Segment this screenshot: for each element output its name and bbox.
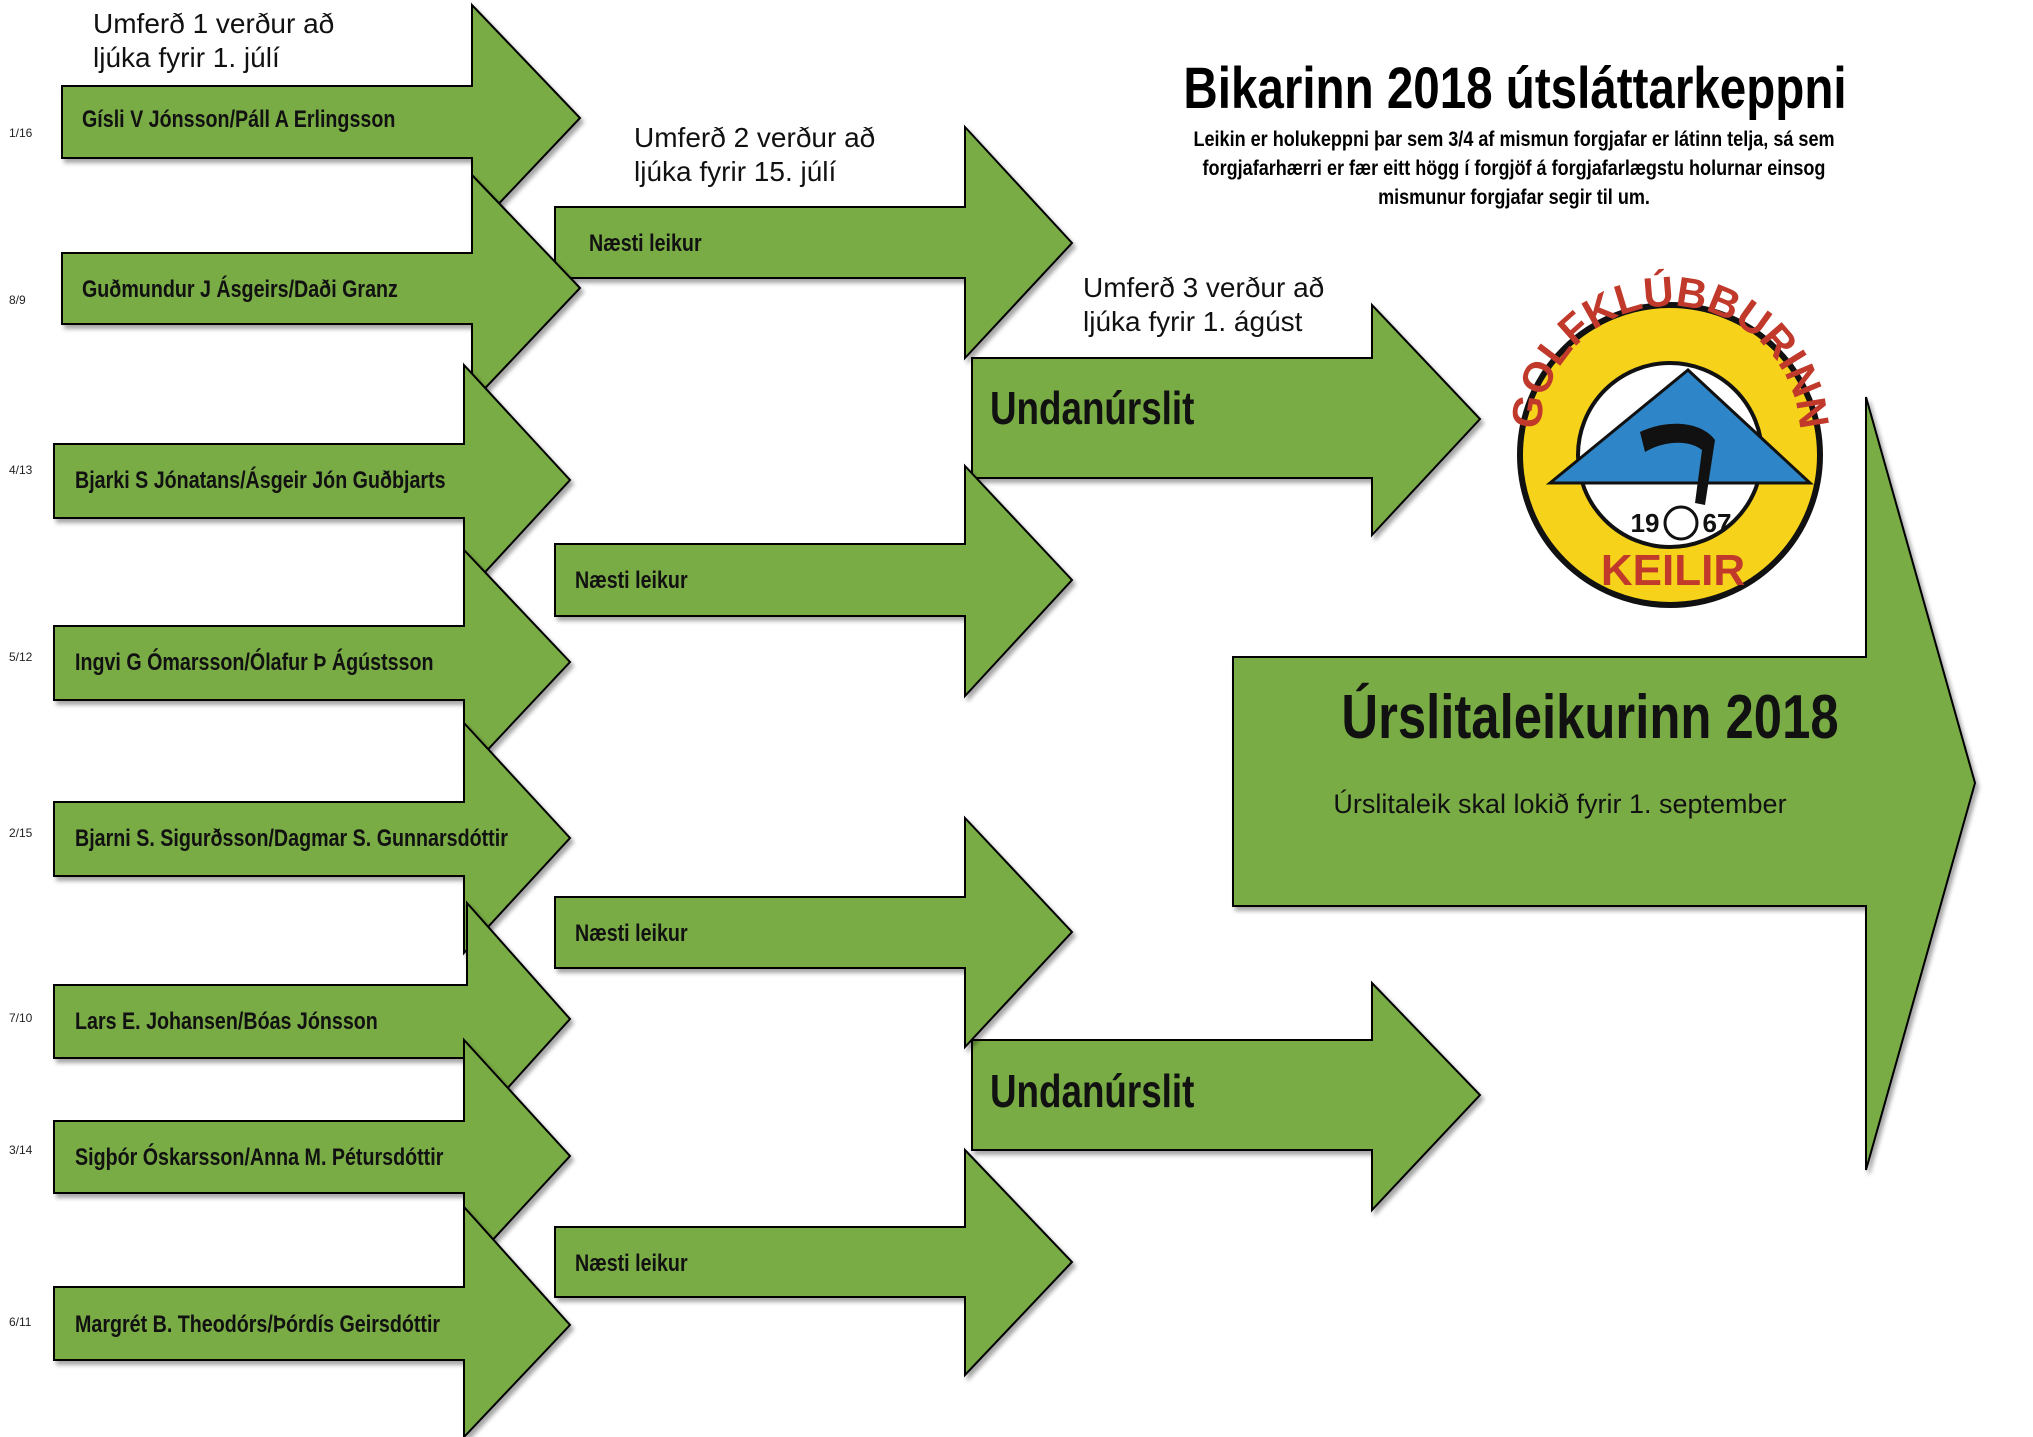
svg-text:Umferð 3 verður að: Umferð 3 verður að <box>1083 272 1324 303</box>
svg-text:ljúka fyrir 1. ágúst: ljúka fyrir 1. ágúst <box>1083 306 1303 337</box>
golf-ball-icon <box>1663 505 1699 541</box>
round1-arrow-5: Bjarni S. Sigurðsson/Dagmar S. Gunnarsdó… <box>53 720 572 956</box>
round1-note: Umferð 1 verður að ljúka fyrir 1. júlí <box>93 8 334 73</box>
round1-arrow-7: Sigþór Óskarsson/Anna M. Pétursdóttir <box>53 1037 572 1274</box>
svg-text:Leikin er holukeppni þar sem 3: Leikin er holukeppni þar sem 3/4 af mism… <box>1193 128 1834 152</box>
final-arrow: Úrslitaleikurinn 2018 Úrslitaleik skal l… <box>1232 396 1977 1171</box>
team-name: Margrét B. Theodórs/Þórdís Geirsdóttir <box>75 1310 440 1337</box>
round1-arrow-1: Gísli V Jónsson/Páll A Erlingsson <box>61 2 582 235</box>
round2-note: Umferð 2 verður að ljúka fyrir 15. júlí <box>634 122 875 187</box>
round2-arrow-1: Næsti leikur <box>554 124 1074 361</box>
team-name: Ingvi G Ómarsson/Ólafur Þ Ágústsson <box>75 648 434 675</box>
semifinal-arrow-2: Undanúrslit <box>971 980 1482 1213</box>
round3-note: Umferð 3 verður að ljúka fyrir 1. ágúst <box>1083 272 1324 337</box>
page-title: Bikarinn 2018 útsláttarkeppni <box>1183 57 1846 122</box>
logo-year-right: 67 <box>1703 508 1732 538</box>
seed-label: 1/16 <box>9 126 33 140</box>
round2-arrow-2: Næsti leikur <box>554 463 1074 699</box>
round2-arrow-4: Næsti leikur <box>554 1147 1074 1378</box>
logo-bottom-text: KEILIR <box>1601 546 1745 595</box>
semifinal-label: Undanúrslit <box>990 1065 1194 1117</box>
semifinal-label: Undanúrslit <box>990 382 1194 434</box>
team-name: Sigþór Óskarsson/Anna M. Pétursdóttir <box>75 1143 444 1170</box>
seed-label: 7/10 <box>9 1011 33 1025</box>
svg-text:Umferð 1 verður að: Umferð 1 verður að <box>93 8 334 39</box>
round1-arrow-2: Guðmundur J Ásgeirs/Daði Granz <box>61 172 582 405</box>
team-name: Guðmundur J Ásgeirs/Daði Granz <box>82 275 398 302</box>
svg-text:ljúka fyrir 15. júlí: ljúka fyrir 15. júlí <box>634 156 837 187</box>
seed-label: 8/9 <box>9 293 26 307</box>
svg-text:mismunur forgjafar segir til u: mismunur forgjafar segir til um. <box>1378 186 1650 210</box>
seed-label: 3/14 <box>9 1143 33 1157</box>
team-name: Bjarni S. Sigurðsson/Dagmar S. Gunnarsdó… <box>75 824 508 851</box>
team-name: Gísli V Jónsson/Páll A Erlingsson <box>82 105 395 132</box>
final-deadline: Úrslitaleik skal lokið fyrir 1. septembe… <box>1333 788 1786 819</box>
next-match-label: Næsti leikur <box>575 566 688 593</box>
rules-description: Leikin er holukeppni þar sem 3/4 af mism… <box>1193 128 1834 210</box>
next-match-label: Næsti leikur <box>575 919 688 946</box>
seed-label: 2/15 <box>9 826 33 840</box>
seed-label: 4/13 <box>9 463 33 477</box>
logo-year-left: 19 <box>1631 508 1660 538</box>
svg-text:forgjafarhærri er fær eitt hög: forgjafarhærri er fær eitt högg í forgjö… <box>1203 157 1826 181</box>
round2-arrow-3: Næsti leikur <box>554 815 1074 1050</box>
svg-text:ljúka fyrir 1. júlí: ljúka fyrir 1. júlí <box>93 42 280 73</box>
next-match-label: Næsti leikur <box>575 1249 688 1276</box>
round1-arrow-4: Ingvi G Ómarsson/Ólafur Þ Ágústsson <box>53 547 572 778</box>
golf-club-icon <box>1640 423 1715 505</box>
seed-label: 6/11 <box>9 1315 32 1329</box>
semifinal-arrow-1: Undanúrslit <box>971 302 1482 538</box>
svg-text:Umferð 2 verður að: Umferð 2 verður að <box>634 122 875 153</box>
next-match-label: Næsti leikur <box>589 229 702 256</box>
seed-label: 5/12 <box>9 650 33 664</box>
round1-arrow-3: Bjarki S Jónatans/Ásgeir Jón Guðbjarts <box>53 362 572 598</box>
team-name: Bjarki S Jónatans/Ásgeir Jón Guðbjarts <box>75 466 446 493</box>
team-name: Lars E. Johansen/Bóas Jónsson <box>75 1007 378 1034</box>
final-label: Úrslitaleikurinn 2018 <box>1341 682 1838 752</box>
round1-arrow-8: Margrét B. Theodórs/Þórdís Geirsdóttir <box>53 1204 572 1437</box>
keilir-logo: GOLFKLÚBBURINN 19 67 KEILIR <box>1502 266 1838 608</box>
round1-arrow-6: Lars E. Johansen/Bóas Jónsson <box>53 900 572 1136</box>
